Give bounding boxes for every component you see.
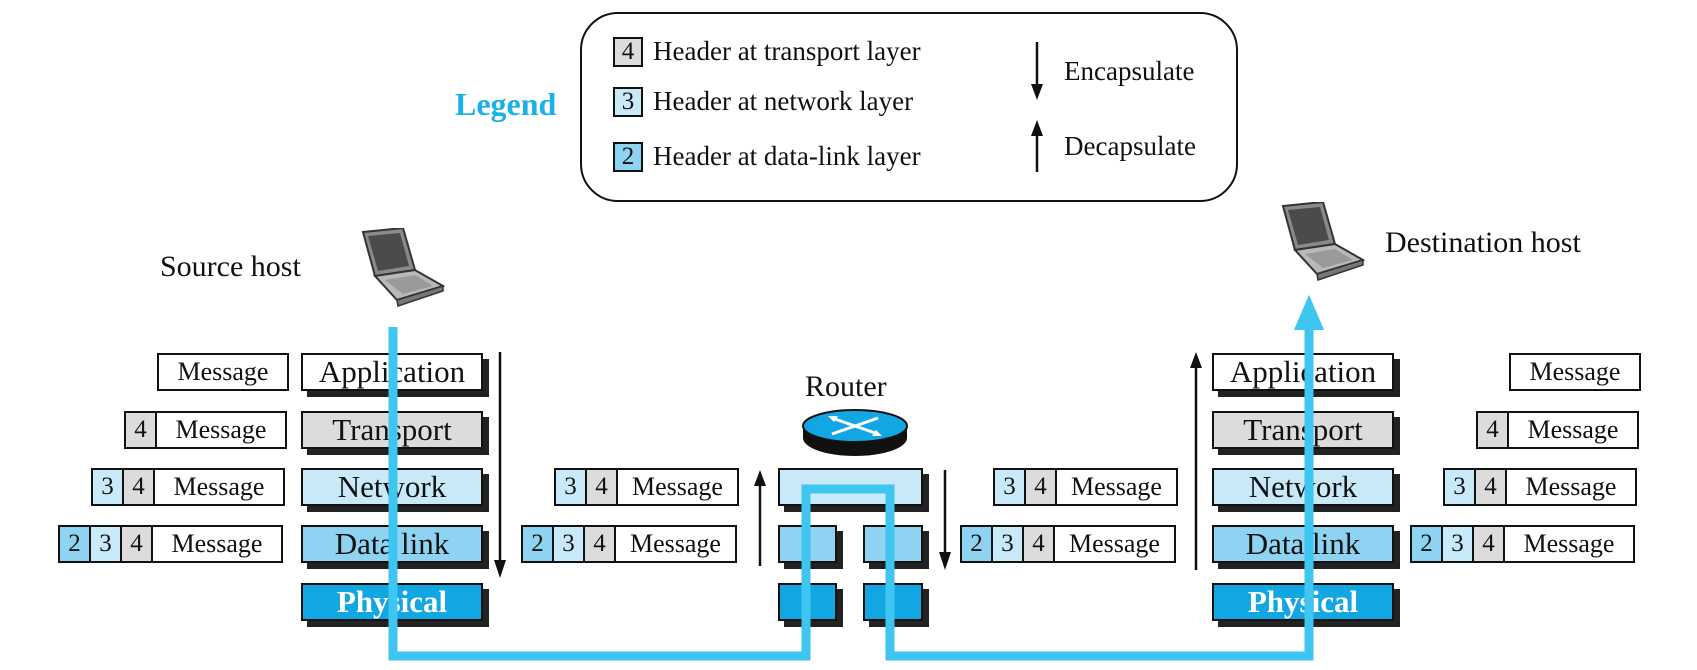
legend-swatch-2: 2 — [613, 141, 643, 172]
destination-physical-layer: Physical — [1212, 583, 1394, 621]
destination-network-layer: Network — [1212, 468, 1394, 506]
destination-packet-datalink: 2 3 4 Message — [1410, 525, 1635, 563]
legend-box — [580, 12, 1238, 202]
destination-network-label: Network — [1248, 469, 1358, 504]
destination-packet-application: Message — [1509, 353, 1641, 391]
laptop-icon — [361, 228, 445, 307]
message-cell: Message — [157, 353, 289, 391]
destination-datalink-label: Data link — [1245, 526, 1361, 561]
destination-decapsulate-arrow — [1190, 352, 1202, 570]
legend-label-datalink: Header at data-link layer — [653, 141, 921, 171]
legend-item-datalink: 2 Header at data-link layer — [613, 141, 921, 172]
router-in-packet-network: 3 4 Message — [554, 468, 739, 506]
legend-label-network: Header at network layer — [653, 86, 914, 116]
legend-swatch-3: 3 — [613, 86, 643, 117]
source-packet-network: 3 4 Message — [91, 468, 285, 506]
header-3-cell: 3 — [1443, 468, 1476, 506]
header-4-cell: 4 — [1476, 411, 1509, 449]
header-4-cell: 4 — [124, 411, 157, 449]
header-4-cell: 4 — [120, 525, 153, 563]
destination-application-layer: Application — [1212, 353, 1394, 391]
legend-encapsulate: Encapsulate — [1030, 42, 1194, 100]
destination-host-label: Destination host — [1385, 226, 1581, 259]
message-cell: Message — [614, 525, 737, 563]
header-3-cell: 3 — [89, 525, 122, 563]
legend-label-transport: Header at transport layer — [653, 36, 921, 66]
message-cell: Message — [1053, 525, 1176, 563]
router-decapsulate-arrow — [754, 470, 766, 566]
header-4-cell: 4 — [122, 468, 155, 506]
arrow-up-icon — [1031, 120, 1043, 172]
router-in-packet-datalink: 2 3 4 Message — [521, 525, 737, 563]
header-4-cell: 4 — [1474, 468, 1507, 506]
header-3-cell: 3 — [1441, 525, 1474, 563]
router-out-packet-datalink: 2 3 4 Message — [960, 525, 1176, 563]
destination-physical-label: Physical — [1247, 584, 1359, 619]
message-cell: Message — [151, 525, 283, 563]
legend-item-transport: 4 Header at transport layer — [613, 36, 921, 67]
header-4-cell: 4 — [1024, 468, 1057, 506]
destination-transport-layer: Transport — [1212, 411, 1394, 449]
legend-item-network: 3 Header at network layer — [613, 86, 913, 117]
arrow-down-icon — [1031, 42, 1043, 100]
source-encapsulate-arrow — [494, 352, 506, 578]
destination-datalink-layer: Data link — [1212, 525, 1394, 563]
message-cell: Message — [616, 468, 739, 506]
header-3-cell: 3 — [91, 468, 124, 506]
message-cell: Message — [1505, 468, 1637, 506]
header-4-cell: 4 — [1472, 525, 1505, 563]
destination-application-label: Application — [1229, 354, 1377, 389]
decapsulate-label: Decapsulate — [1064, 130, 1196, 161]
message-cell: Message — [1507, 411, 1639, 449]
header-4-cell: 4 — [1022, 525, 1055, 563]
header-3-cell: 3 — [552, 525, 585, 563]
laptop-icon — [1281, 202, 1365, 281]
message-cell: Message — [1509, 353, 1641, 391]
source-packet-transport: 4 Message — [124, 411, 287, 449]
legend-title: Legend — [455, 86, 557, 122]
router-out-packet-network: 3 4 Message — [993, 468, 1178, 506]
message-cell: Message — [155, 411, 287, 449]
legend-swatch-4: 4 — [613, 36, 643, 67]
header-2-cell: 2 — [1410, 525, 1443, 563]
destination-packet-transport: 4 Message — [1476, 411, 1639, 449]
router-encapsulate-arrow — [939, 470, 951, 570]
message-cell: Message — [153, 468, 285, 506]
message-cell: Message — [1055, 468, 1178, 506]
legend-decapsulate: Decapsulate — [1030, 120, 1196, 172]
source-packet-datalink: 2 3 4 Message — [58, 525, 283, 563]
router-icon — [802, 409, 908, 456]
router-label: Router — [805, 370, 887, 403]
message-cell: Message — [1503, 525, 1635, 563]
destination-transport-label: Transport — [1243, 412, 1363, 447]
destination-packet-network: 3 4 Message — [1443, 468, 1637, 506]
encapsulate-label: Encapsulate — [1064, 55, 1195, 86]
source-packet-application: Message — [157, 353, 289, 391]
header-2-cell: 2 — [960, 525, 993, 563]
source-host-label: Source host — [160, 250, 301, 283]
